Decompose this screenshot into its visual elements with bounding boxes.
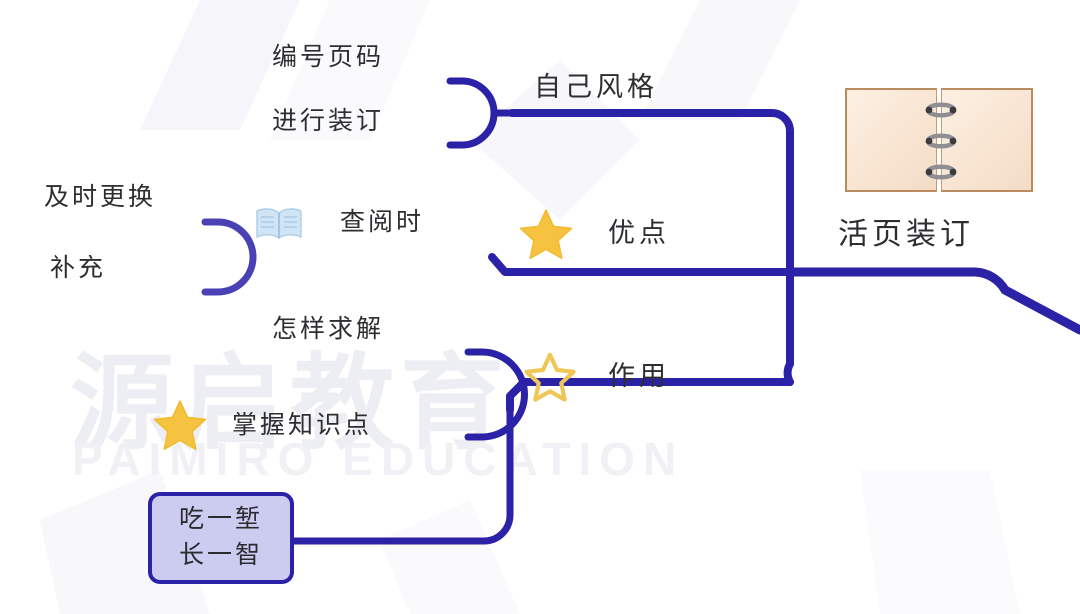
node-label-master-knowledge[interactable]: 掌握知识点 — [232, 412, 373, 439]
star-outline-icon — [524, 352, 576, 407]
node-label-binding[interactable]: 进行装订 — [272, 108, 385, 135]
node-label-how-to-solve[interactable]: 怎样求解 — [272, 316, 385, 343]
open-book-icon — [254, 207, 304, 246]
node-label-supplement[interactable]: 补充 — [50, 255, 107, 282]
binder-right-page — [941, 88, 1033, 192]
proverb-line-1: 吃一堑 — [178, 505, 263, 533]
wire-bottom-bracket — [464, 348, 528, 441]
node-label-advantages[interactable]: 优点 — [608, 218, 670, 248]
node-label-lookup[interactable]: 查阅时 — [340, 209, 425, 236]
wire-function-trunk — [506, 378, 794, 414]
wire-root-trunk — [785, 267, 1080, 335]
wire-spine-lower — [783, 268, 794, 386]
node-label-replace-in-time[interactable]: 及时更换 — [44, 184, 157, 211]
wire-middle-bracket — [201, 218, 257, 296]
node-label-page-number[interactable]: 编号页码 — [272, 44, 385, 71]
proverb-note-box[interactable]: 吃一堑 长一智 — [148, 492, 294, 584]
wire-top-bracket — [446, 77, 498, 149]
node-label-own-style[interactable]: 自己风格 — [534, 72, 658, 102]
binder-icon — [845, 88, 1033, 194]
root-label[interactable]: 活页装订 — [838, 218, 974, 251]
node-label-function[interactable]: 作用 — [608, 361, 670, 391]
proverb-line-2: 长一智 — [178, 542, 263, 569]
star-filled-icon — [518, 207, 574, 266]
wire-advantages-trunk — [488, 253, 794, 276]
binder-left-page — [845, 88, 937, 192]
star-filled-icon-2 — [152, 398, 208, 457]
binder-rings-icon — [925, 102, 957, 180]
